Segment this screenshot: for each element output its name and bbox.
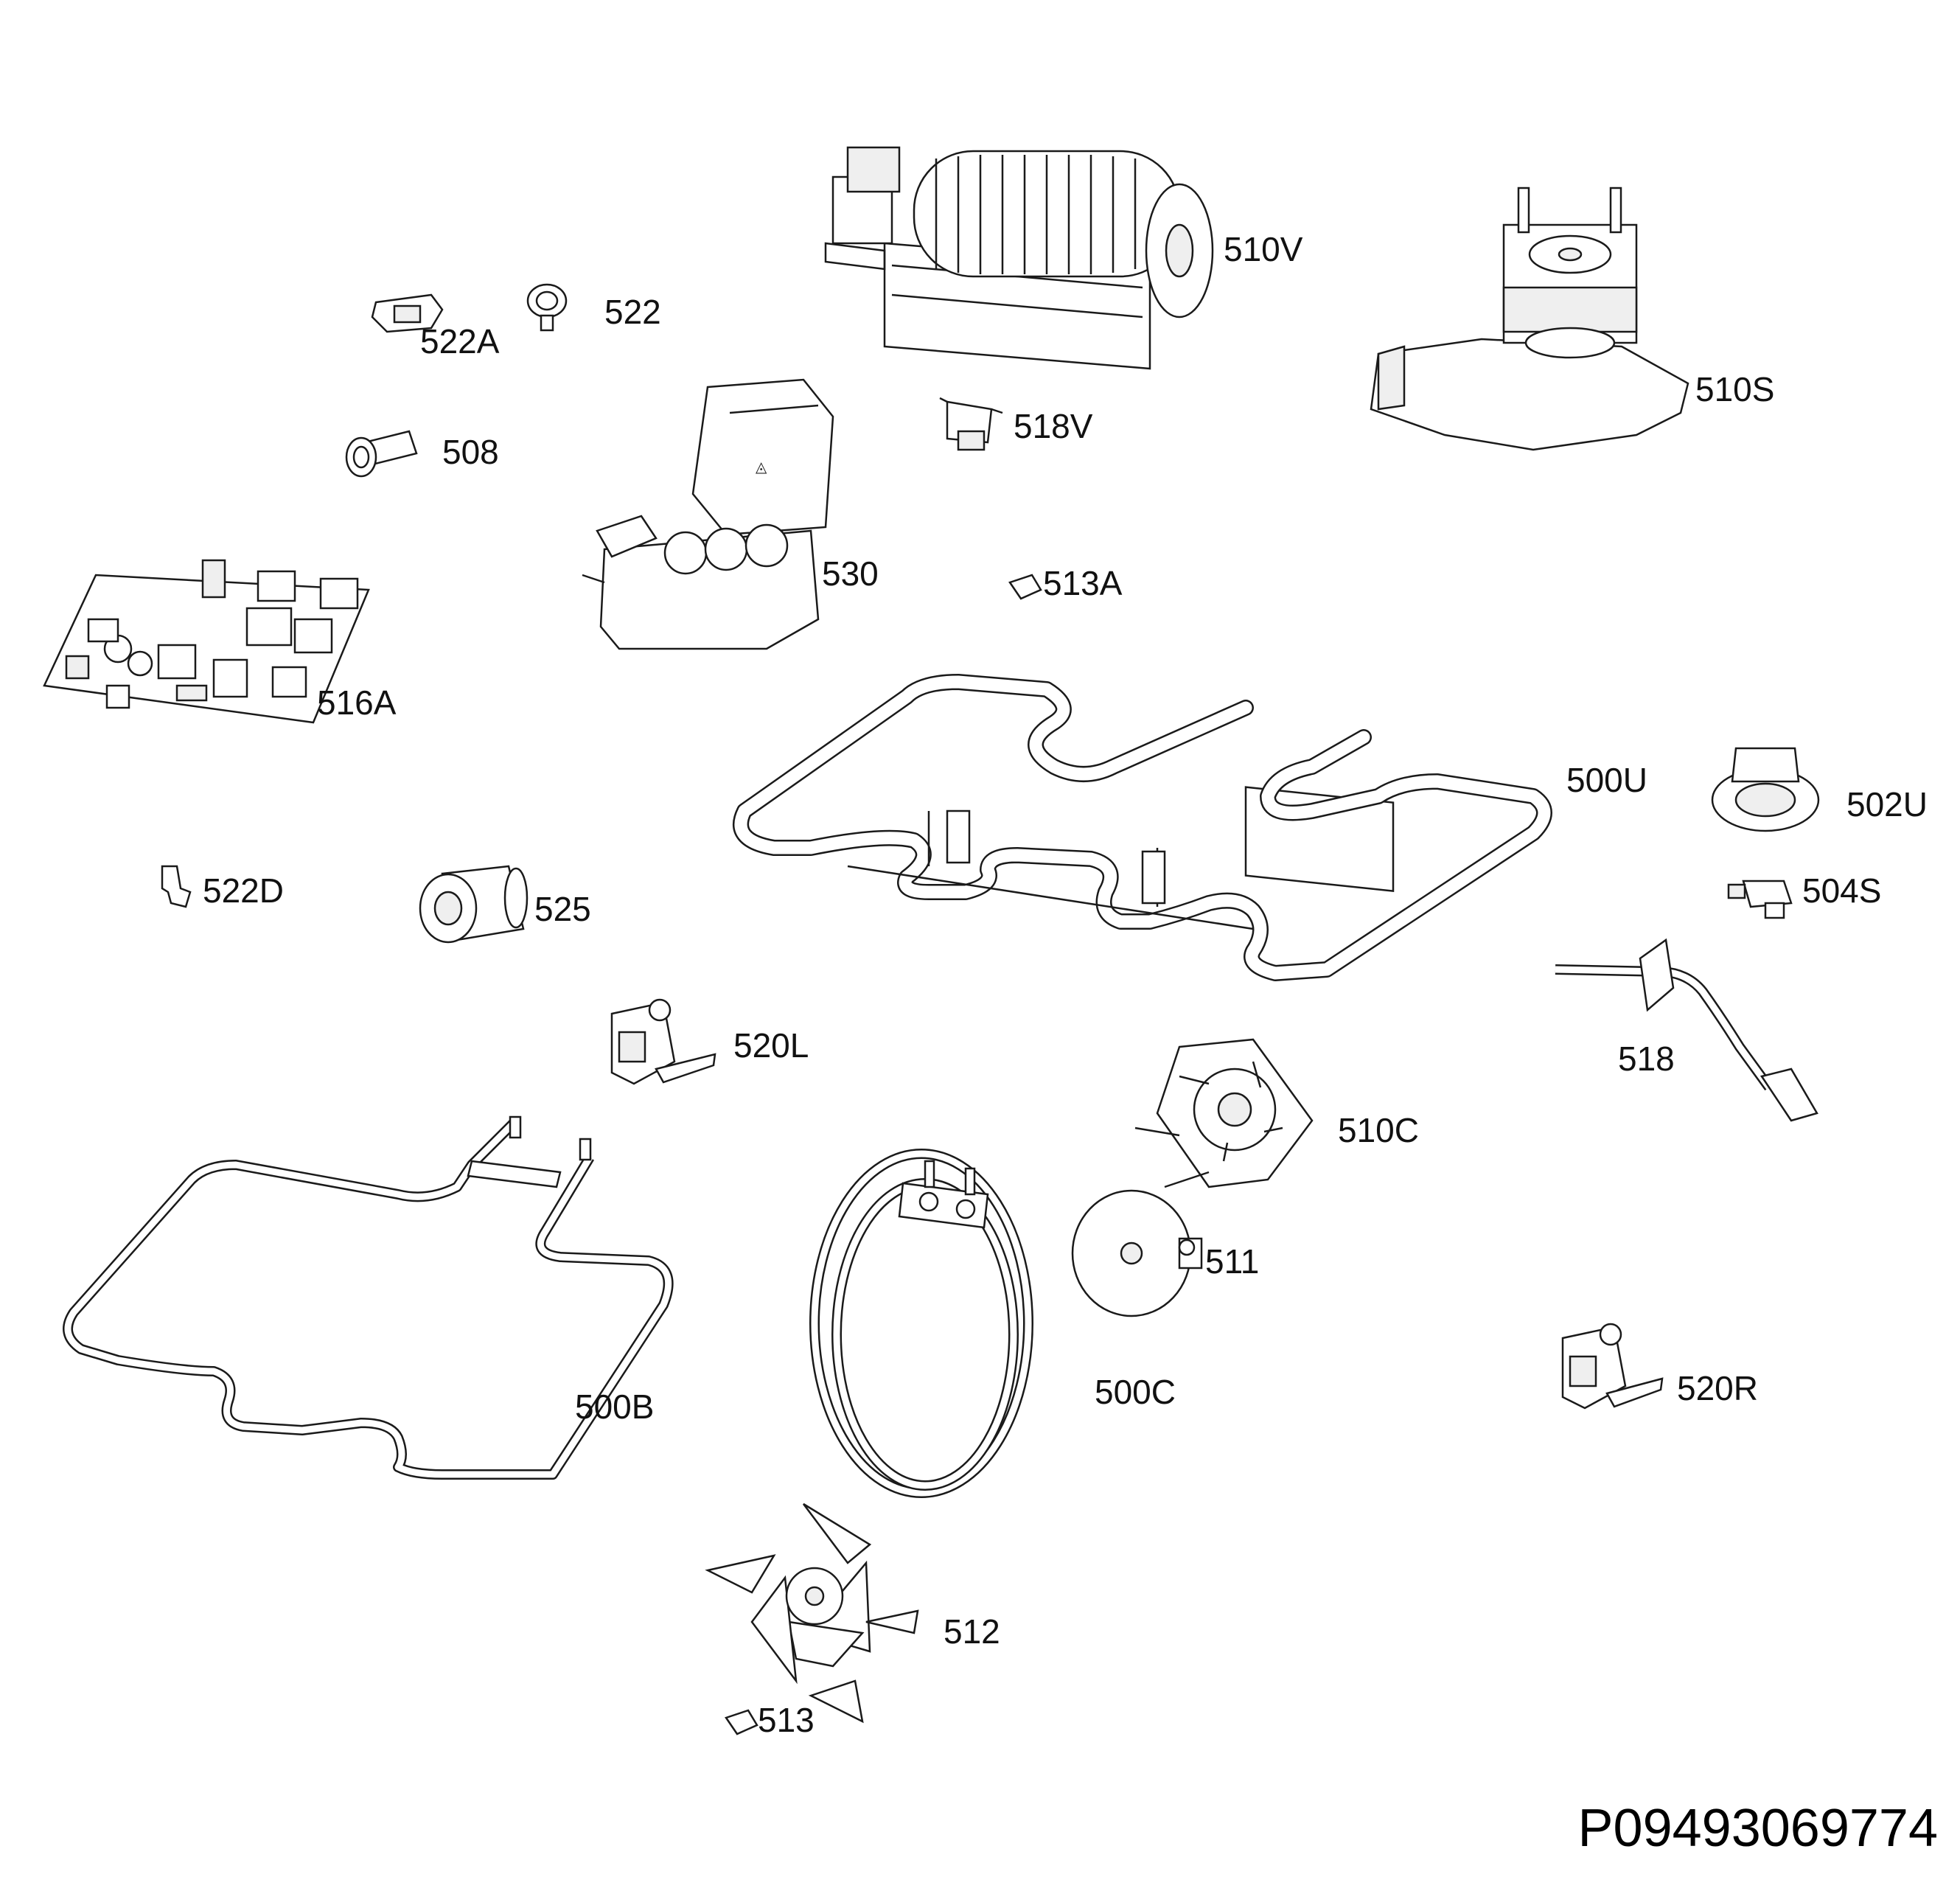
part-518V-thermostat[interactable] — [940, 398, 1002, 450]
svg-text:◬: ◬ — [756, 458, 767, 476]
document-id: P09493069774 — [1577, 1799, 1939, 1858]
part-520R-door-hinge-right[interactable] — [1563, 1324, 1662, 1408]
part-520L-door-hinge-left[interactable] — [612, 1000, 715, 1084]
label-512: 512 — [944, 1612, 1000, 1651]
label-500U: 500U — [1566, 761, 1647, 799]
part-522D-connector[interactable] — [162, 866, 190, 907]
label-520R: 520R — [1677, 1369, 1758, 1407]
label-520L: 520L — [733, 1026, 809, 1065]
part-511-fan-flange[interactable] — [1073, 1191, 1202, 1316]
part-512-fan-impeller[interactable] — [708, 1504, 918, 1721]
part-513A-nut[interactable] — [1010, 575, 1041, 599]
part-510C-convection-motor[interactable] — [1135, 1040, 1312, 1187]
label-500C: 500C — [1095, 1373, 1176, 1411]
label-522D: 522D — [203, 871, 284, 910]
part-525-capacitor[interactable] — [420, 866, 527, 942]
part-508-lamp[interactable] — [346, 431, 416, 476]
part-530-terminal-block[interactable]: ◬ — [582, 380, 833, 649]
part-522A-lamp-holder[interactable] — [372, 295, 442, 332]
label-516A: 516A — [317, 683, 397, 722]
part-516A-electronic-board[interactable] — [44, 560, 369, 722]
label-504S: 504S — [1802, 871, 1882, 910]
part-510S-cooling-blower[interactable] — [1371, 188, 1688, 450]
label-508: 508 — [442, 433, 499, 471]
label-502U: 502U — [1846, 785, 1928, 823]
label-522A: 522A — [420, 322, 500, 361]
label-510C: 510C — [1338, 1111, 1419, 1149]
label-513: 513 — [758, 1701, 815, 1739]
label-510V: 510V — [1224, 230, 1303, 268]
label-511: 511 — [1205, 1242, 1260, 1281]
label-518: 518 — [1618, 1040, 1675, 1078]
label-500B: 500B — [575, 1387, 655, 1426]
part-518-temperature-sensor[interactable] — [1555, 940, 1817, 1121]
part-522-clip[interactable] — [528, 285, 566, 330]
label-522: 522 — [604, 293, 661, 331]
label-530: 530 — [822, 554, 879, 593]
part-510V-tangential-fan[interactable] — [826, 147, 1213, 369]
part-500B-bottom-element[interactable] — [68, 1117, 669, 1474]
part-513-nut[interactable] — [726, 1710, 757, 1734]
part-500C-circular-element[interactable] — [815, 1154, 1028, 1493]
part-502U-oven-lamp[interactable] — [1712, 748, 1818, 831]
label-513A: 513A — [1043, 564, 1123, 602]
label-525: 525 — [534, 890, 591, 928]
part-504S-switch[interactable] — [1729, 881, 1791, 918]
part-500U-grill-element[interactable] — [741, 682, 1544, 973]
label-518V: 518V — [1014, 407, 1093, 445]
label-510S: 510S — [1695, 370, 1775, 408]
